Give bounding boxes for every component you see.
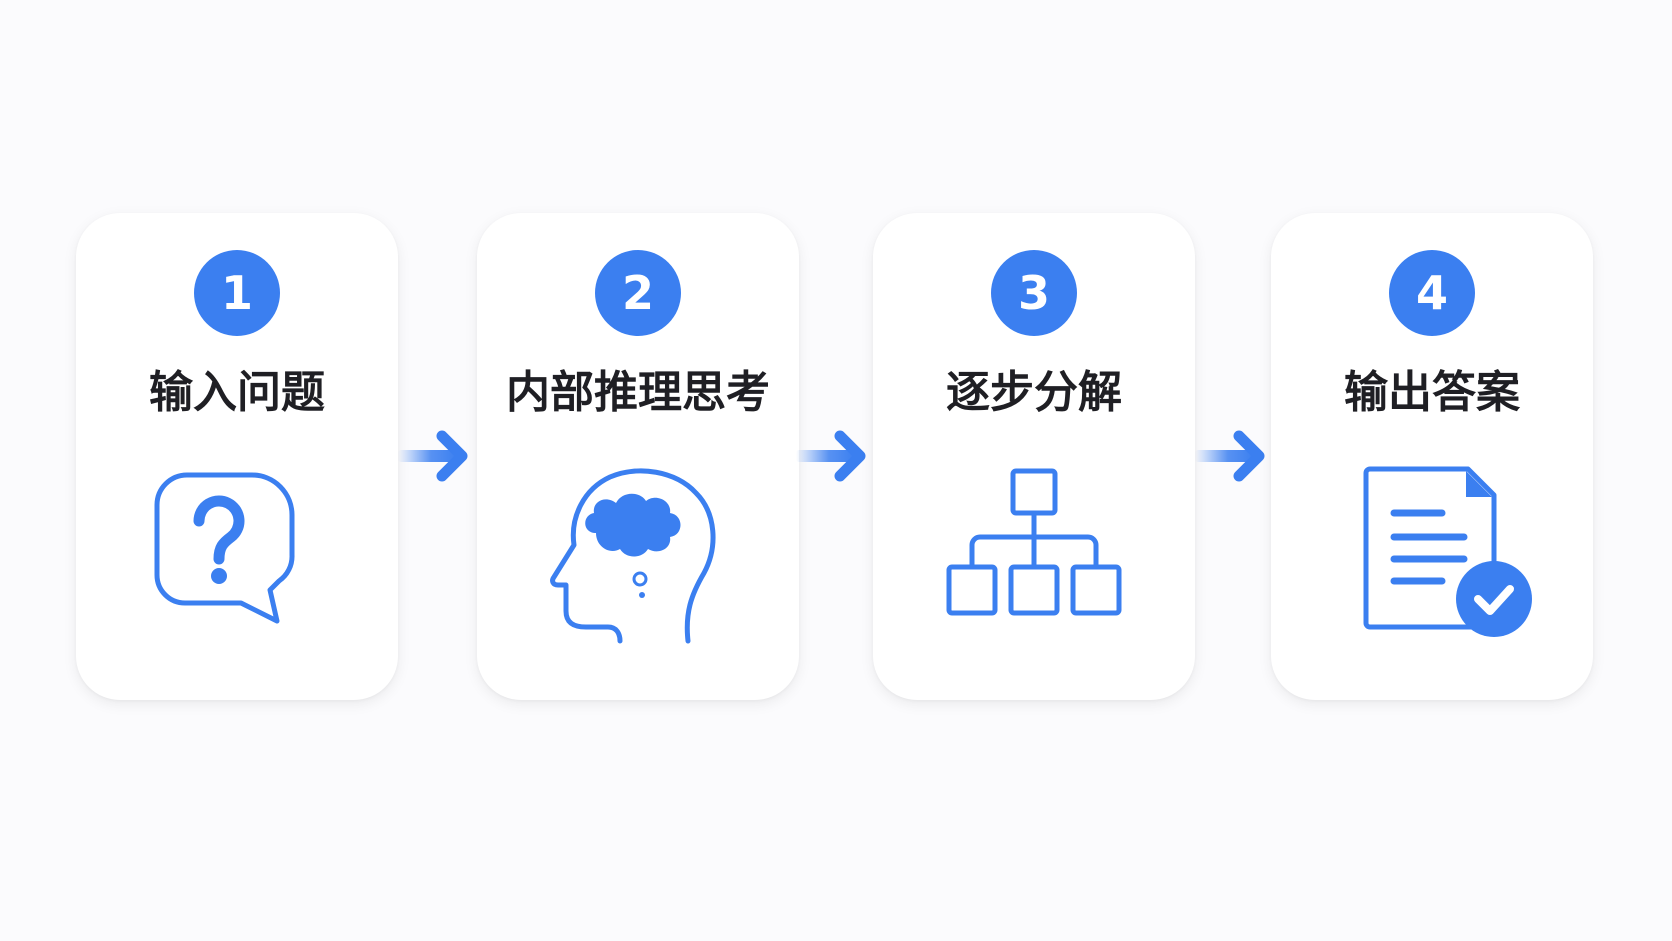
step-card-2: 2 内部推理思考 [477, 213, 799, 700]
step-number-badge: 2 [595, 250, 681, 336]
step-card-1: 1 输入问题 [76, 213, 398, 700]
step-label: 逐步分解 [946, 367, 1122, 418]
step-number-badge: 3 [991, 250, 1077, 336]
question-speech-bubble-icon [137, 463, 337, 663]
flow-arrow [1195, 426, 1269, 486]
hierarchy-tree-icon [934, 463, 1134, 663]
flow-arrow [398, 426, 472, 486]
step-number-badge: 4 [1389, 250, 1475, 336]
step-number-badge: 1 [194, 250, 280, 336]
document-checkmark-icon [1332, 463, 1532, 663]
step-label: 内部推理思考 [506, 367, 770, 418]
flow-arrow [796, 426, 870, 486]
step-card-3: 3 逐步分解 [873, 213, 1195, 700]
step-card-4: 4 输出答案 [1271, 213, 1593, 700]
step-label: 输入问题 [149, 367, 325, 418]
step-label: 输出答案 [1344, 367, 1520, 418]
thinking-head-brain-icon [538, 463, 738, 663]
